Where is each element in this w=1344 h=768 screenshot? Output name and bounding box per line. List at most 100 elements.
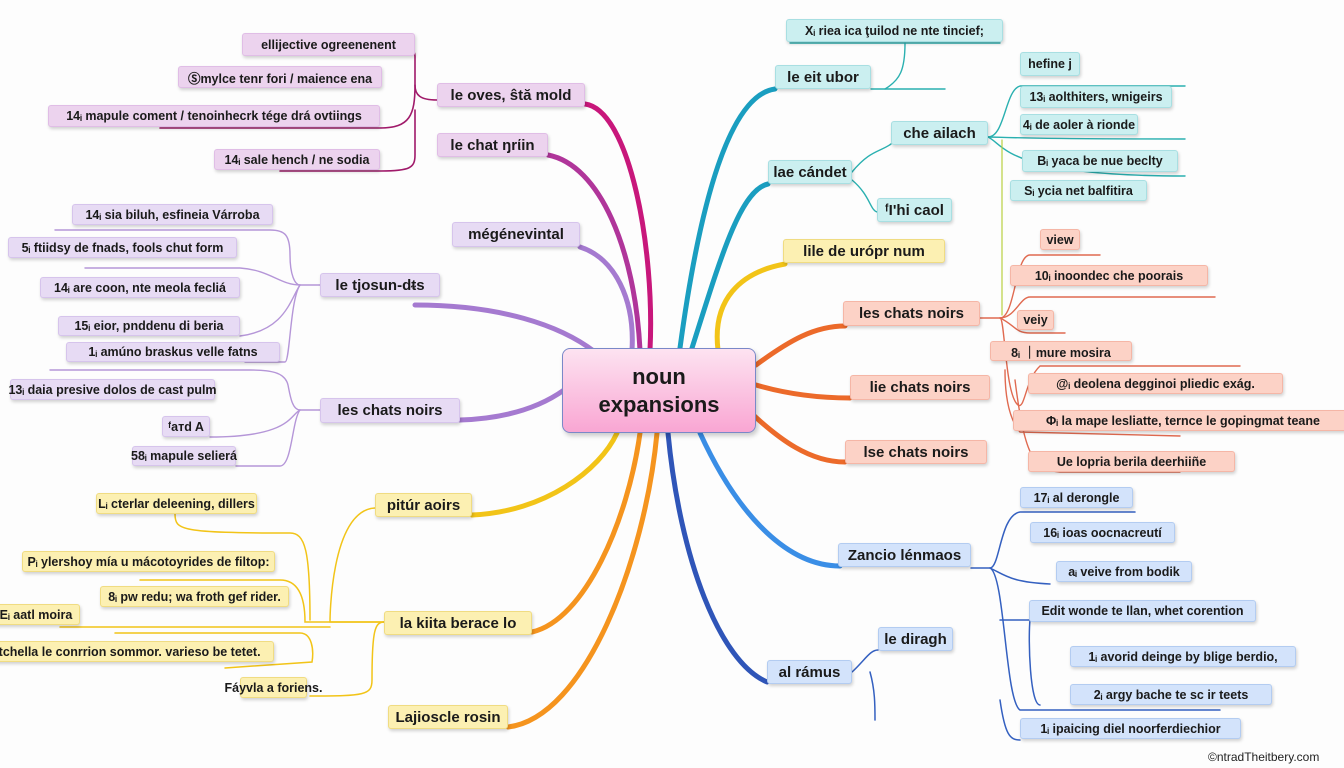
node-label: Eᵢ aatl moira	[0, 607, 73, 622]
node-label: lile de urópr num	[803, 242, 925, 260]
leaf-node[interactable]: hefine j	[1020, 52, 1080, 76]
topic-al-ramus-node[interactable]: al rámus	[767, 660, 852, 684]
topic-pitur-aoirs-node[interactable]: pitúr aoirs	[375, 493, 472, 517]
node-label: Sᵢ ycia net balfitira	[1024, 183, 1133, 198]
leaf-node[interactable]: ᵢ tchella le conrrion sommor. varieso be…	[0, 641, 274, 662]
magenta-branch	[582, 101, 654, 353]
node-label: le tjosun-dᵵs	[335, 276, 425, 294]
node-label: 10ᵢ inoondec che poorais	[1034, 268, 1184, 283]
leaf-node[interactable]: Pᵢ ylershoy mía u mácotoyrides de filtop…	[22, 551, 275, 572]
node-label: 4ᵢ de aoler à rionde	[1022, 117, 1136, 132]
node-label: les chats noirs	[337, 402, 443, 419]
leaf-node[interactable]: 8ᵢ ｜mure mosira	[990, 341, 1132, 361]
node-label: 1ᵢ avorid deinge by blige berdio,	[1088, 649, 1278, 664]
leaf-node[interactable]: 17ᵢ al derongle	[1020, 487, 1133, 508]
node-label: 13ᵢ aolthiters, wnigeirs	[1029, 90, 1163, 104]
leaf-node[interactable]: 13ᵢ aolthiters, wnigeirs	[1020, 86, 1172, 108]
topic-hi-caol-node[interactable]: ᶠI'hi caol	[877, 198, 952, 222]
topic-le-diragh-node[interactable]: le diragh	[878, 627, 953, 651]
topic-le-oves-node[interactable]: le oves, ŝtă mold	[437, 83, 585, 107]
leaf-node[interactable]: Φᵢ la mape lesliatte, ternce le gopingma…	[1013, 410, 1344, 431]
node-label: 15ᵢ eior, pnddenu di beria	[74, 319, 224, 333]
leaf-node[interactable]: Ue lopria berila deerhiiñe	[1028, 451, 1235, 472]
teal-branches	[677, 86, 778, 351]
node-label: 5ᵢ ftiidsy de fnads, fools chut form	[21, 240, 224, 255]
topic-le-chat-node[interactable]: le chat ŋrίin	[437, 133, 548, 157]
node-label: le chat ŋrίin	[450, 136, 535, 154]
leaf-node[interactable]: ᶠaтd A	[162, 416, 210, 437]
leaf-node[interactable]: 1ᵢ avorid deinge by blige berdio,	[1070, 646, 1296, 667]
node-label: Ⓢmylce tenr fori / maience ena	[187, 71, 373, 86]
topic-la-kiita-node[interactable]: la kiita berace lo	[384, 611, 532, 635]
node-label: 14ᵢ sia biluh, esfineia Várroba	[85, 207, 260, 222]
topic-lse-chats-noirs-node[interactable]: lse chats noirs	[845, 440, 987, 464]
node-label: lae cándet	[773, 163, 847, 181]
node-label: 17ᵢ al derongle	[1033, 490, 1120, 505]
leaf-node[interactable]: 14ᵢ mapule coment / tenoinhecrk tége drá…	[48, 105, 380, 127]
node-label: Ue lopria berila deerhiiñe	[1056, 454, 1207, 469]
salmon-sub-links	[979, 254, 1241, 473]
leaf-node[interactable]: Lᵢ cterlar deleening, dillers	[96, 493, 257, 514]
leaf-node[interactable]: 58ᵢ mapule selierá	[131, 446, 237, 466]
leaf-node[interactable]: @ᵢ deolena degginoi pliedic exág.	[1028, 373, 1283, 394]
leaf-node[interactable]: 2ᵢ argy bache te sc ir teets	[1070, 684, 1272, 705]
node-label: ellijective ogreenenent	[261, 37, 396, 52]
leaf-node[interactable]: 15ᵢ eior, pnddenu di beria	[58, 316, 240, 336]
leaf-node[interactable]: 14ᵢ sale hench / ne sodia	[214, 149, 380, 170]
leaf-node[interactable]: Fáyvla a foriens.	[225, 677, 322, 698]
topic-le-eit-ubor-node[interactable]: le eit ubor	[775, 65, 871, 89]
leaf-node[interactable]: ellijective ogreenenent	[242, 33, 415, 56]
node-label: 1ᵢ ipaicing diel noorferdiechior	[1040, 721, 1221, 736]
leaf-node[interactable]: 8ᵢ pw redu; wa froth gef rider.	[100, 586, 289, 607]
leaf-node[interactable]: aᵢ veive from bodik	[1056, 561, 1192, 582]
node-label: le diragh	[884, 630, 947, 648]
leaf-node[interactable]: 5ᵢ ftiidsy de fnads, fools chut form	[8, 237, 237, 258]
leaf-node[interactable]: 10ᵢ inoondec che poorais	[1010, 265, 1208, 286]
leaf-node[interactable]: Edit wonde te llan, whet corention	[1029, 600, 1256, 622]
leaf-node[interactable]: view	[1040, 229, 1080, 250]
node-label: Fáyvla a foriens.	[224, 680, 323, 695]
node-label: 14ᵢ mapule coment / tenoinhecrk tége drá…	[66, 109, 362, 123]
leaf-node[interactable]: Eᵢ aatl moira	[0, 604, 80, 625]
leaf-node[interactable]: 14ᵢ are coon, nte meola feclіá	[40, 277, 240, 298]
node-label: Lajioscle rosin	[395, 708, 501, 726]
leaf-node[interactable]: Xᵢ riea ica ţuilod ne nte tincief;	[786, 19, 1003, 42]
topic-megenevintal-node[interactable]: mégénevintal	[452, 222, 580, 247]
topic-les-chats-noirs-node[interactable]: les chats noirs	[320, 398, 460, 423]
leaf-node[interactable]: Bᵢ yaca be nue beclty	[1022, 150, 1178, 172]
leaf-node[interactable]: 1ᵢ amúno braskus velle fatns	[66, 342, 280, 362]
topic-lile-de-uropr-node[interactable]: lile de urópr num	[783, 239, 945, 263]
topic-les-chats-noirs-node[interactable]: les chats noirs	[843, 301, 980, 326]
node-label: aᵢ veive from bodik	[1068, 564, 1180, 579]
magenta-branch-2	[545, 152, 643, 353]
node-label: 2ᵢ argy bache te sc ir teets	[1093, 687, 1249, 702]
node-label: la kiita berace lo	[399, 614, 517, 632]
node-label: Edit wonde te llan, whet corention	[1041, 604, 1244, 618]
purple-branches	[412, 244, 635, 423]
topic-lajioscle-node[interactable]: Lajioscle rosin	[388, 705, 508, 729]
central-topic[interactable]: noun expansions	[562, 348, 756, 433]
topic-zancio-lenmaos-node[interactable]: Zancio lénmaos	[838, 543, 971, 567]
salmon-branches	[747, 323, 853, 465]
leaf-node[interactable]: 16ᵢ ioas oocnacreutí	[1030, 522, 1175, 543]
topic-le-tjosun-node[interactable]: le tjosun-dᵵs	[320, 273, 440, 297]
leaf-node[interactable]: veiy	[1017, 310, 1054, 330]
node-label: mégénevintal	[468, 226, 564, 243]
topic-lie-chats-noirs-node[interactable]: lie chats noirs	[850, 375, 990, 400]
leaf-node[interactable]: 13ᵢ daia presive dolos de cast pulm	[8, 379, 217, 400]
topic-che-ailach-node[interactable]: che ailach	[891, 121, 988, 145]
node-label: 13ᵢ daia presive dolos de cast pulm	[8, 382, 217, 397]
leaf-node[interactable]: Sᵢ ycia net balfitira	[1010, 180, 1147, 201]
node-label: les chats noirs	[858, 305, 965, 322]
node-label: Bᵢ yaca be nue beclty	[1037, 154, 1163, 168]
leaf-node[interactable]: 1ᵢ ipaicing diel noorferdiechior	[1020, 718, 1241, 739]
node-label: hefine j	[1028, 57, 1072, 71]
leaf-node[interactable]: Ⓢmylce tenr fori / maience ena	[178, 66, 382, 88]
node-label: lie chats noirs	[869, 379, 971, 396]
node-label: @ᵢ deolena degginoi pliedic exág.	[1056, 376, 1255, 391]
node-label: che ailach	[903, 124, 976, 142]
leaf-node[interactable]: 14ᵢ sia biluh, esfineia Várroba	[72, 204, 273, 225]
node-label: pitúr aoirs	[386, 496, 461, 514]
leaf-node[interactable]: 4ᵢ de aoler à rionde	[1020, 114, 1138, 135]
topic-lae-candet-node[interactable]: lae cándet	[768, 160, 852, 184]
